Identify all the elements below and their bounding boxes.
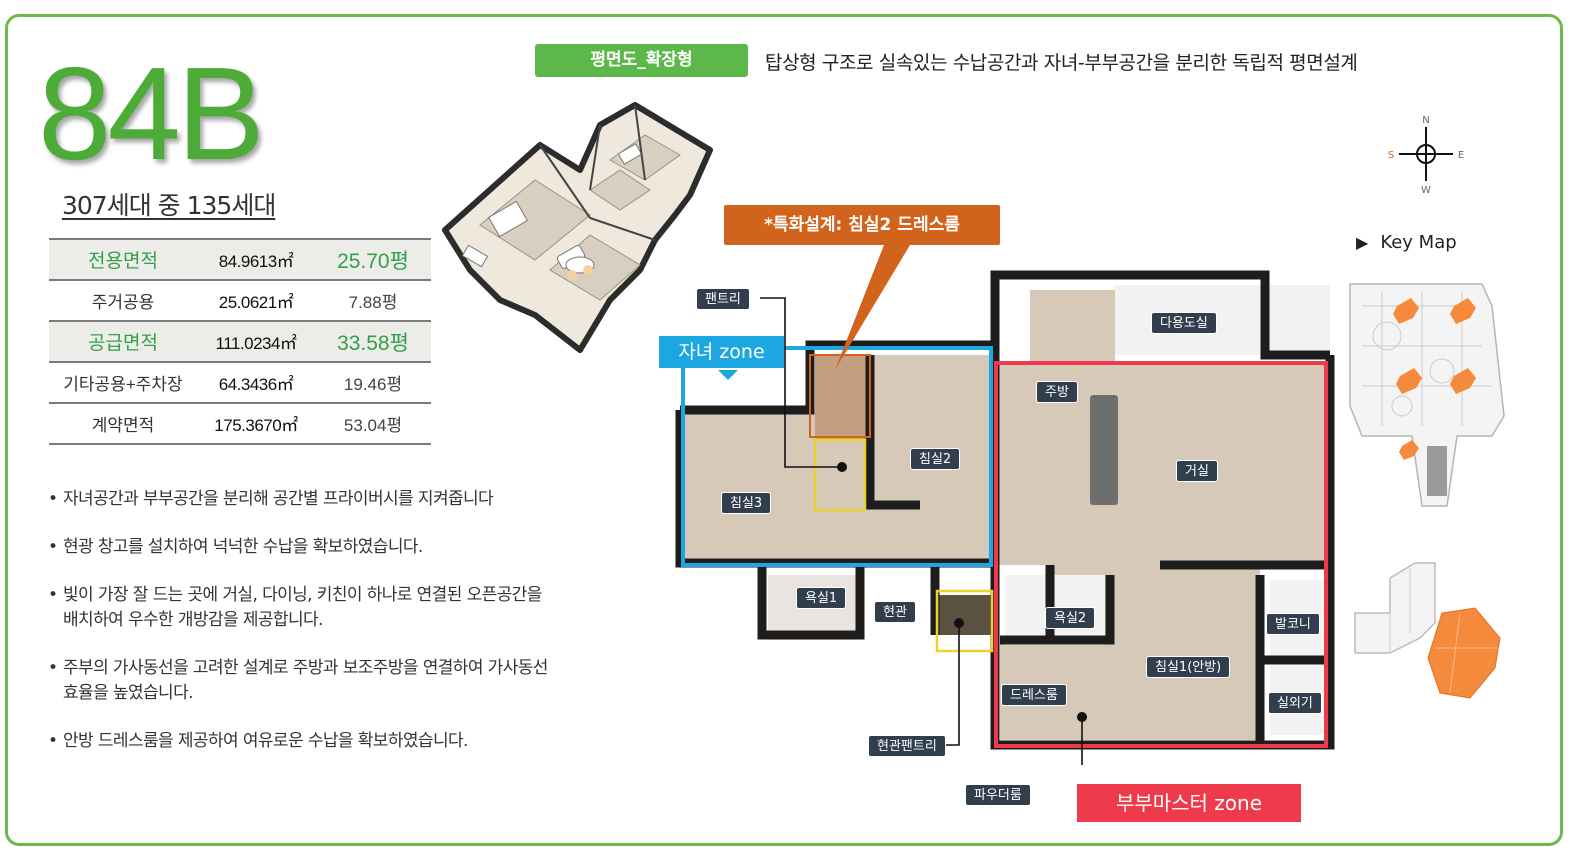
compass-e: E [1458, 150, 1464, 161]
feature-item: 안방 드레스룸을 제공하여 여유로운 수납을 확보하였습니다. [48, 729, 558, 754]
kids-zone-label: 자녀 zone [659, 336, 784, 368]
area-pyeong: 25.70평 [315, 238, 431, 281]
compass-s: S [1388, 150, 1394, 161]
compass-icon: N S E W [1388, 115, 1464, 195]
household-count: 307세대 중 135세대 [62, 191, 276, 220]
area-m2: 64.3436㎡ [197, 362, 315, 404]
room-tag-balcony: 발코니 [1266, 613, 1320, 635]
feature-item: 현광 창고를 설치하여 넉넉한 수납을 확보하였습니다. [48, 535, 558, 560]
area-m2: 25.0621㎡ [197, 280, 315, 322]
plan-description: 탑상형 구조로 실속있는 수납공간과 자녀-부부공간을 분리한 독립적 평면설계 [765, 52, 1358, 74]
area-label: 공급면적 [49, 321, 197, 363]
area-label: 계약면적 [49, 403, 197, 445]
room-tag-bedroom3: 침실3 [721, 492, 772, 514]
area-label: 전용면적 [49, 238, 197, 281]
feature-item: 자녀공간과 부부공간을 분리해 공간별 프라이버시를 지켜줍니다 [48, 487, 558, 512]
compass-n: N [1422, 115, 1429, 126]
room-tag-bedroom2: 침실2 [910, 448, 961, 470]
key-map-unit-location [1354, 562, 1501, 699]
compass-w: W [1421, 185, 1431, 195]
key-map-site-plan [1349, 283, 1505, 507]
room-tag-powder-room: 파우더룸 [965, 784, 1031, 806]
room-tag-outdoor-unit: 실외기 [1268, 692, 1322, 714]
area-m2: 175.3670㎡ [197, 403, 315, 445]
special-design-callout: *특화설계: 침실2 드레스룸 [724, 205, 1000, 245]
isometric-floor-plan [442, 102, 713, 353]
area-m2: 84.9613㎡ [197, 238, 315, 281]
area-label: 주거공용 [49, 280, 197, 322]
room-tag-kitchen: 주방 [1036, 381, 1078, 403]
area-pyeong: 19.46평 [315, 362, 431, 404]
feature-item: 빛이 가장 잘 드는 곳에 거실, 다이닝, 키친이 하나로 연결된 오픈공간을… [48, 583, 558, 633]
room-tag-bedroom1: 침실1(안방) [1146, 656, 1231, 678]
room-tag-living: 거실 [1176, 460, 1218, 482]
key-map-label: Key Map [1380, 232, 1457, 253]
area-pyeong: 7.88평 [315, 280, 431, 322]
feature-item: 주부의 가사동선을 고려한 설계로 주방과 보조주방을 연결하여 가사동선 효율… [48, 656, 558, 706]
room-tag-bath1: 욕실1 [796, 587, 847, 609]
room-tag-utility: 다용도실 [1151, 312, 1217, 334]
room-tag-entrance: 현관 [874, 601, 916, 623]
feature-list: 자녀공간과 부부공간을 분리해 공간별 프라이버시를 지켜줍니다 현광 창고를 … [48, 487, 558, 777]
key-map-title: ▶ Key Map [1356, 232, 1457, 253]
room-tag-bath2: 욕실2 [1045, 607, 1096, 629]
room-tag-dressroom: 드레스룸 [1001, 684, 1067, 706]
unit-type-title: 84B [38, 40, 265, 187]
room-tag-pantry: 팬트리 [696, 288, 750, 310]
area-label: 기타공용+주차장 [49, 362, 197, 404]
plan-type-badge: 평면도_확장형 [535, 44, 748, 77]
area-pyeong: 33.58평 [315, 321, 431, 363]
play-icon: ▶ [1356, 233, 1369, 252]
area-pyeong: 53.04평 [315, 403, 431, 445]
floor-plan [675, 245, 1335, 765]
room-tag-entrance-pantry: 현관팬트리 [868, 735, 946, 757]
area-m2: 111.0234㎡ [197, 321, 315, 363]
master-zone-label: 부부마스터 zone [1077, 784, 1301, 822]
